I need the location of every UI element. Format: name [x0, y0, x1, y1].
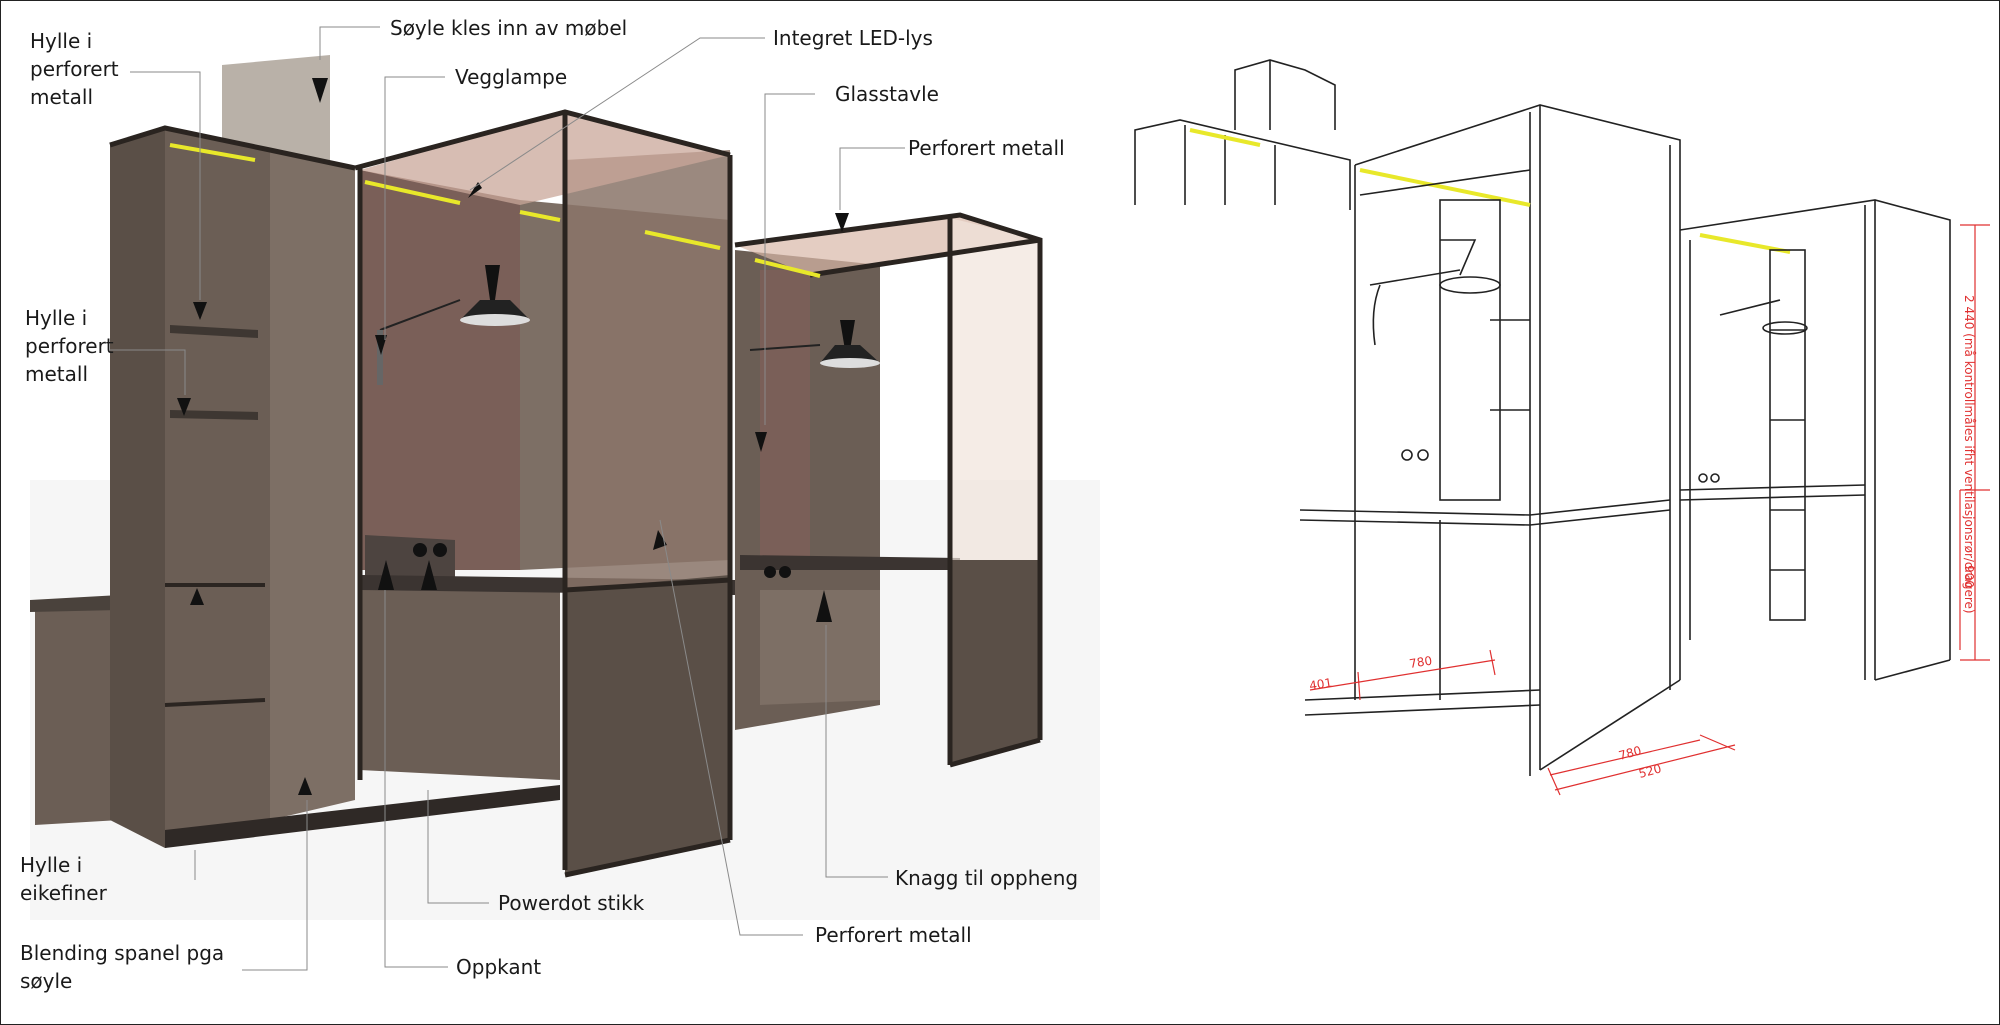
front-panel [565, 575, 730, 875]
annotation-arrows [177, 78, 849, 795]
render-view [30, 55, 1100, 920]
label-glasstavle: Glasstavle [835, 82, 939, 106]
dim-height: 2 440 (må kontrollmåles ifht ventilasjon… [1962, 295, 1976, 614]
label-blending-2: søyle [20, 969, 72, 993]
label-hylle-mid-1: Hylle i [25, 306, 87, 330]
powerdot-icon [413, 543, 427, 557]
label-blending-1: Blending spanel pga [20, 941, 224, 965]
label-hylle-eik-2: eikefiner [20, 881, 108, 905]
label-hylle-top-3: metall [30, 85, 93, 109]
label-perforert-top: Perforert metall [908, 136, 1065, 160]
dimension-labels: 2 440 (må kontrollmåles ifht ventilasjon… [1308, 295, 1976, 781]
label-perforert-bottom: Perforert metall [815, 923, 972, 947]
label-powerdot: Powerdot stikk [498, 891, 645, 915]
perforated-canopy [360, 112, 730, 205]
wall-lamp-icon [749, 320, 880, 368]
label-led: Integret LED-lys [773, 26, 933, 50]
label-vegglampe: Vegglampe [455, 65, 567, 89]
dim-900: 900 [1962, 565, 1976, 588]
label-hylle-mid-2: perforert [25, 334, 114, 358]
label-hylle-eik-1: Hylle i [20, 853, 82, 877]
column [222, 55, 330, 170]
label-hylle-top-2: perforert [30, 57, 119, 81]
label-soyle: Søyle kles inn av møbel [390, 16, 627, 40]
dim-780-left: 780 [1408, 654, 1433, 671]
dim-401: 401 [1308, 676, 1333, 693]
line-drawing [1134, 59, 1951, 776]
dim-520: 520 [1637, 761, 1663, 780]
label-hylle-mid-3: metall [25, 362, 88, 386]
dimension-lines [1309, 224, 1990, 796]
label-knagg: Knagg til oppheng [895, 866, 1078, 890]
labels: Hylle i perforert metall Hylle i perfore… [20, 16, 1078, 993]
led-strip-1 [169, 143, 256, 162]
label-oppkant: Oppkant [456, 955, 541, 979]
dim-780-bottom: 780 [1617, 743, 1643, 762]
left-cabinet-side [110, 128, 165, 848]
leader-lines [110, 26, 905, 971]
label-hylle-top-1: Hylle i [30, 29, 92, 53]
